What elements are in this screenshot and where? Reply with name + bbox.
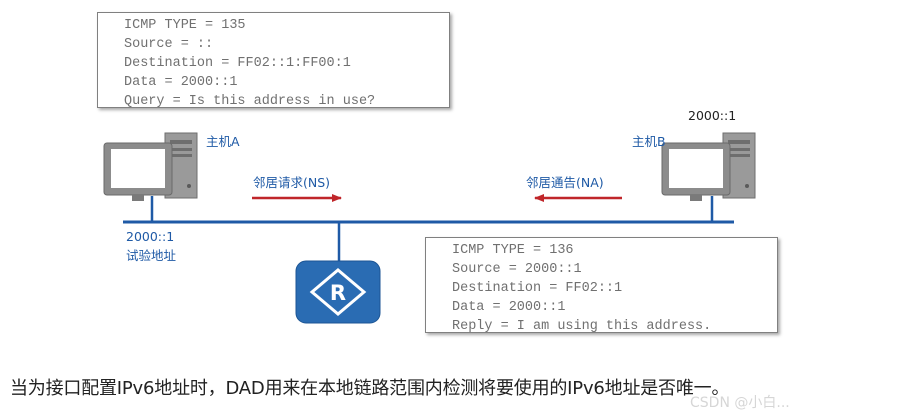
ns-line-destination: Destination = FF02::1:FF00:1 bbox=[124, 56, 351, 71]
na-line-reply: Reply = I am using this address. bbox=[452, 319, 712, 334]
ns-line-data: Data = 2000::1 bbox=[124, 75, 238, 90]
na-line-type: ICMP TYPE = 136 bbox=[452, 243, 574, 258]
diagram-caption: 当为接口配置IPv6地址时，DAD用来在本地链路范围内检测将要使用的IPv6地址… bbox=[10, 378, 730, 399]
na-line-data: Data = 2000::1 bbox=[452, 300, 566, 315]
ns-line-type: ICMP TYPE = 135 bbox=[124, 18, 246, 33]
router-icon: R bbox=[295, 260, 381, 324]
ns-packet-box: ICMP TYPE = 135 Source = :: Destination … bbox=[97, 12, 450, 109]
ns-line-source: Source = :: bbox=[124, 37, 214, 52]
na-packet-box: ICMP TYPE = 136 Source = 2000::1 Destina… bbox=[425, 237, 778, 334]
host-b-address: 2000::1 bbox=[688, 108, 737, 123]
ns-message-label: 邻居请求(NS) bbox=[253, 175, 331, 190]
na-message-label: 邻居通告(NA) bbox=[526, 175, 604, 190]
computer-icon-host-a bbox=[103, 132, 198, 201]
computer-icon-host-b bbox=[661, 132, 756, 201]
router-label: R bbox=[330, 281, 346, 305]
na-line-destination: Destination = FF02::1 bbox=[452, 281, 623, 296]
host-a-name: 主机A bbox=[206, 134, 240, 149]
watermark: CSDN @小白... bbox=[690, 395, 790, 411]
host-b-name: 主机B bbox=[632, 134, 666, 149]
na-line-source: Source = 2000::1 bbox=[452, 262, 582, 277]
ns-line-query: Query = Is this address in use? bbox=[124, 94, 376, 109]
host-a-address: 2000::1 bbox=[126, 229, 175, 244]
host-a-note: 试验地址 bbox=[126, 248, 177, 263]
